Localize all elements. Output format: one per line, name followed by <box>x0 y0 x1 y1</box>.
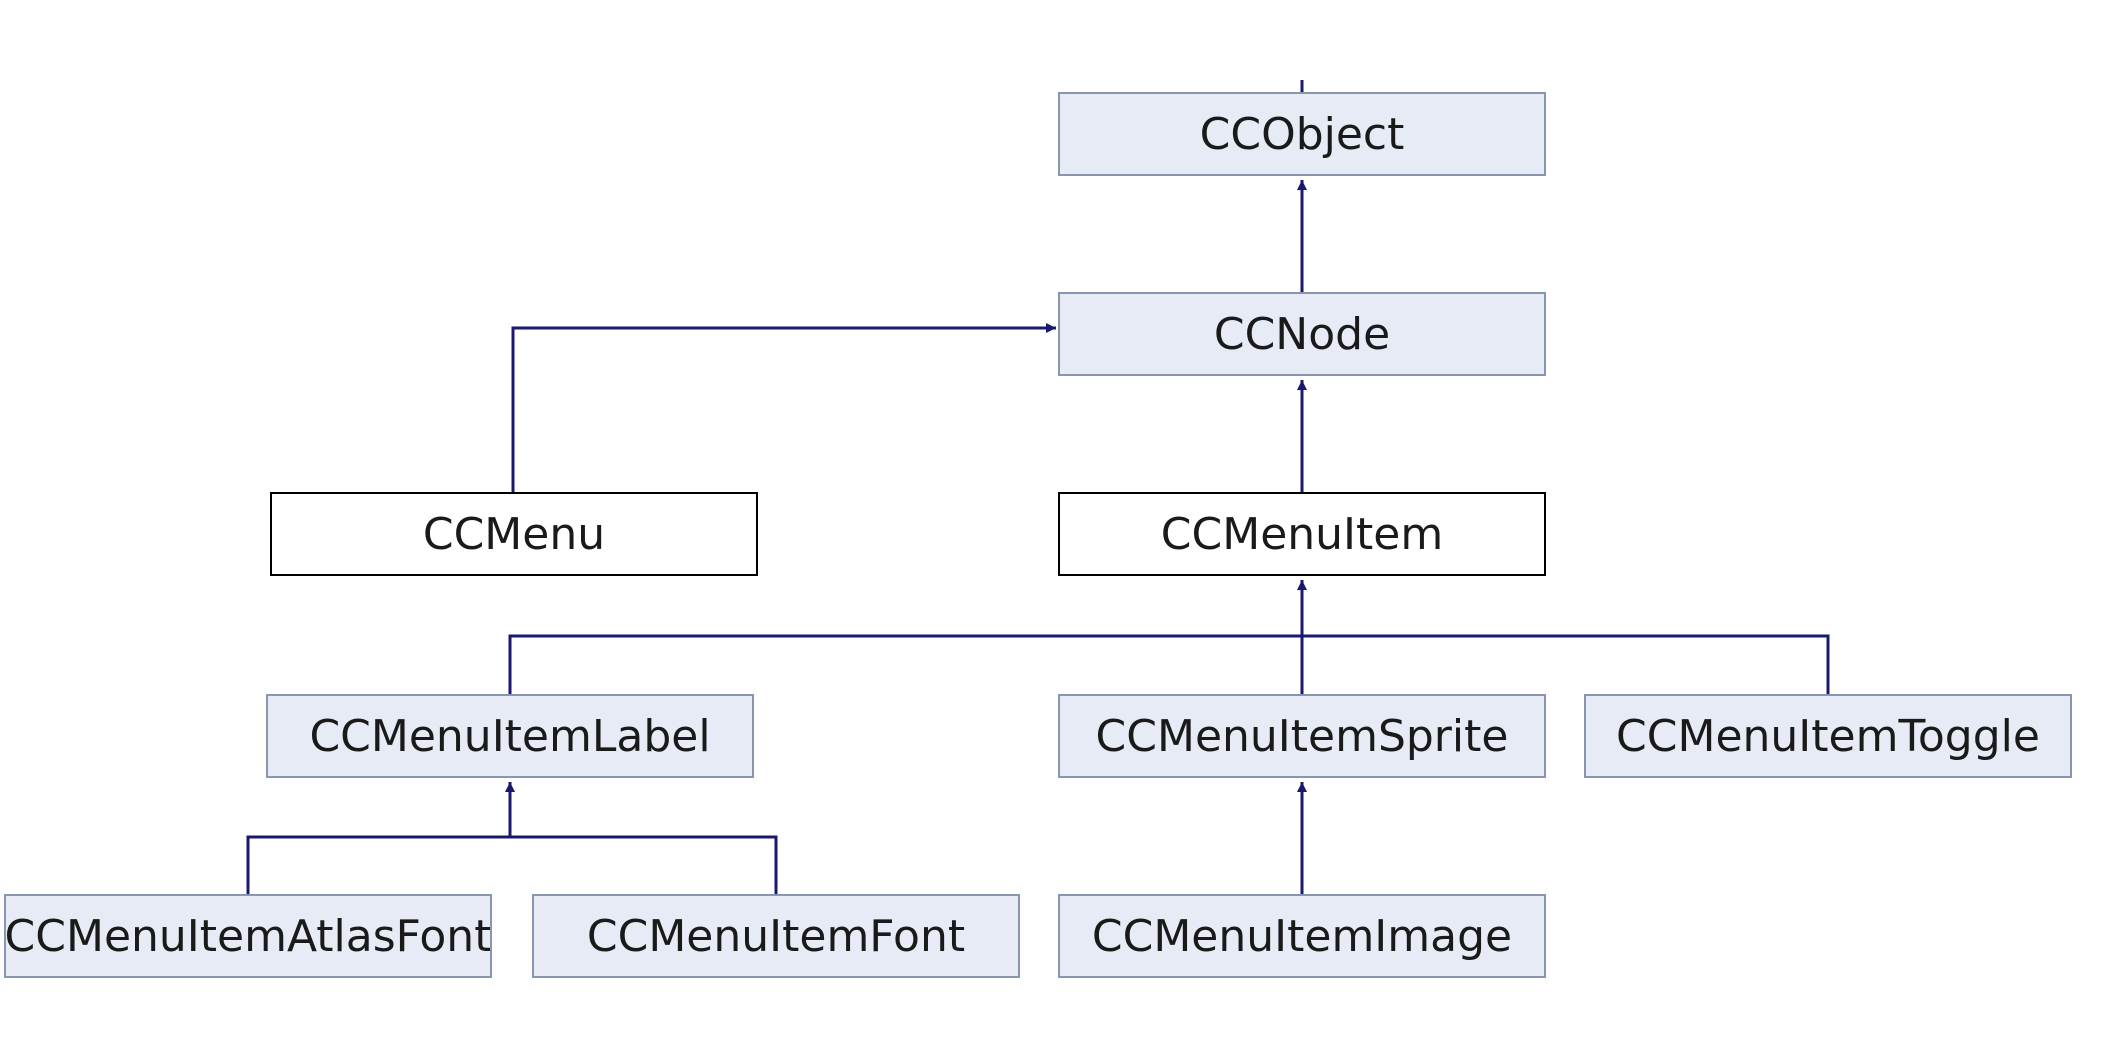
node-ccmenuitemtoggle[interactable]: CCMenuItemToggle <box>1584 694 2072 778</box>
edge-ccmenuitemtoggle-to-ccmenuitem <box>1302 634 1830 694</box>
node-ccmenu-label: CCMenu <box>422 508 606 560</box>
node-ccmenuitematlasfont-label: CCMenuItemAtlasFont <box>4 910 492 962</box>
node-ccmenuitematlasfont[interactable]: CCMenuItemAtlasFont <box>4 894 492 978</box>
node-ccmenuitemfont-label: CCMenuItemFont <box>586 910 966 962</box>
edge-ccmenuitemlabel-to-ccmenuitem <box>508 634 1302 694</box>
node-ccnode[interactable]: CCNode <box>1058 292 1546 376</box>
node-ccobject[interactable]: CCObject <box>1058 92 1546 176</box>
node-ccmenuitemsprite-label: CCMenuItemSprite <box>1095 710 1509 762</box>
node-ccmenuitemimage[interactable]: CCMenuItemImage <box>1058 894 1546 978</box>
node-ccmenuitemfont[interactable]: CCMenuItemFont <box>532 894 1020 978</box>
edge-ccmenuitemfont-to-ccmenuitemlabel <box>510 835 778 894</box>
node-ccmenuitemsprite[interactable]: CCMenuItemSprite <box>1058 694 1546 778</box>
edge-ccmenuitematlasfont-to-ccmenuitemlabel <box>246 835 510 894</box>
node-ccmenuitem[interactable]: CCMenuItem <box>1058 492 1546 576</box>
node-ccmenuitemlabel-label: CCMenuItemLabel <box>309 710 711 762</box>
node-ccmenu[interactable]: CCMenu <box>270 492 758 576</box>
edge-ccmenu-to-ccnode <box>511 323 1056 492</box>
node-ccmenuitemtoggle-label: CCMenuItemToggle <box>1616 710 2040 762</box>
node-ccmenuitemimage-label: CCMenuItemImage <box>1091 910 1513 962</box>
node-ccmenuitemlabel[interactable]: CCMenuItemLabel <box>266 694 754 778</box>
node-ccmenuitem-label: CCMenuItem <box>1160 508 1444 560</box>
node-ccobject-label: CCObject <box>1199 108 1405 160</box>
node-ccnode-label: CCNode <box>1213 308 1391 360</box>
